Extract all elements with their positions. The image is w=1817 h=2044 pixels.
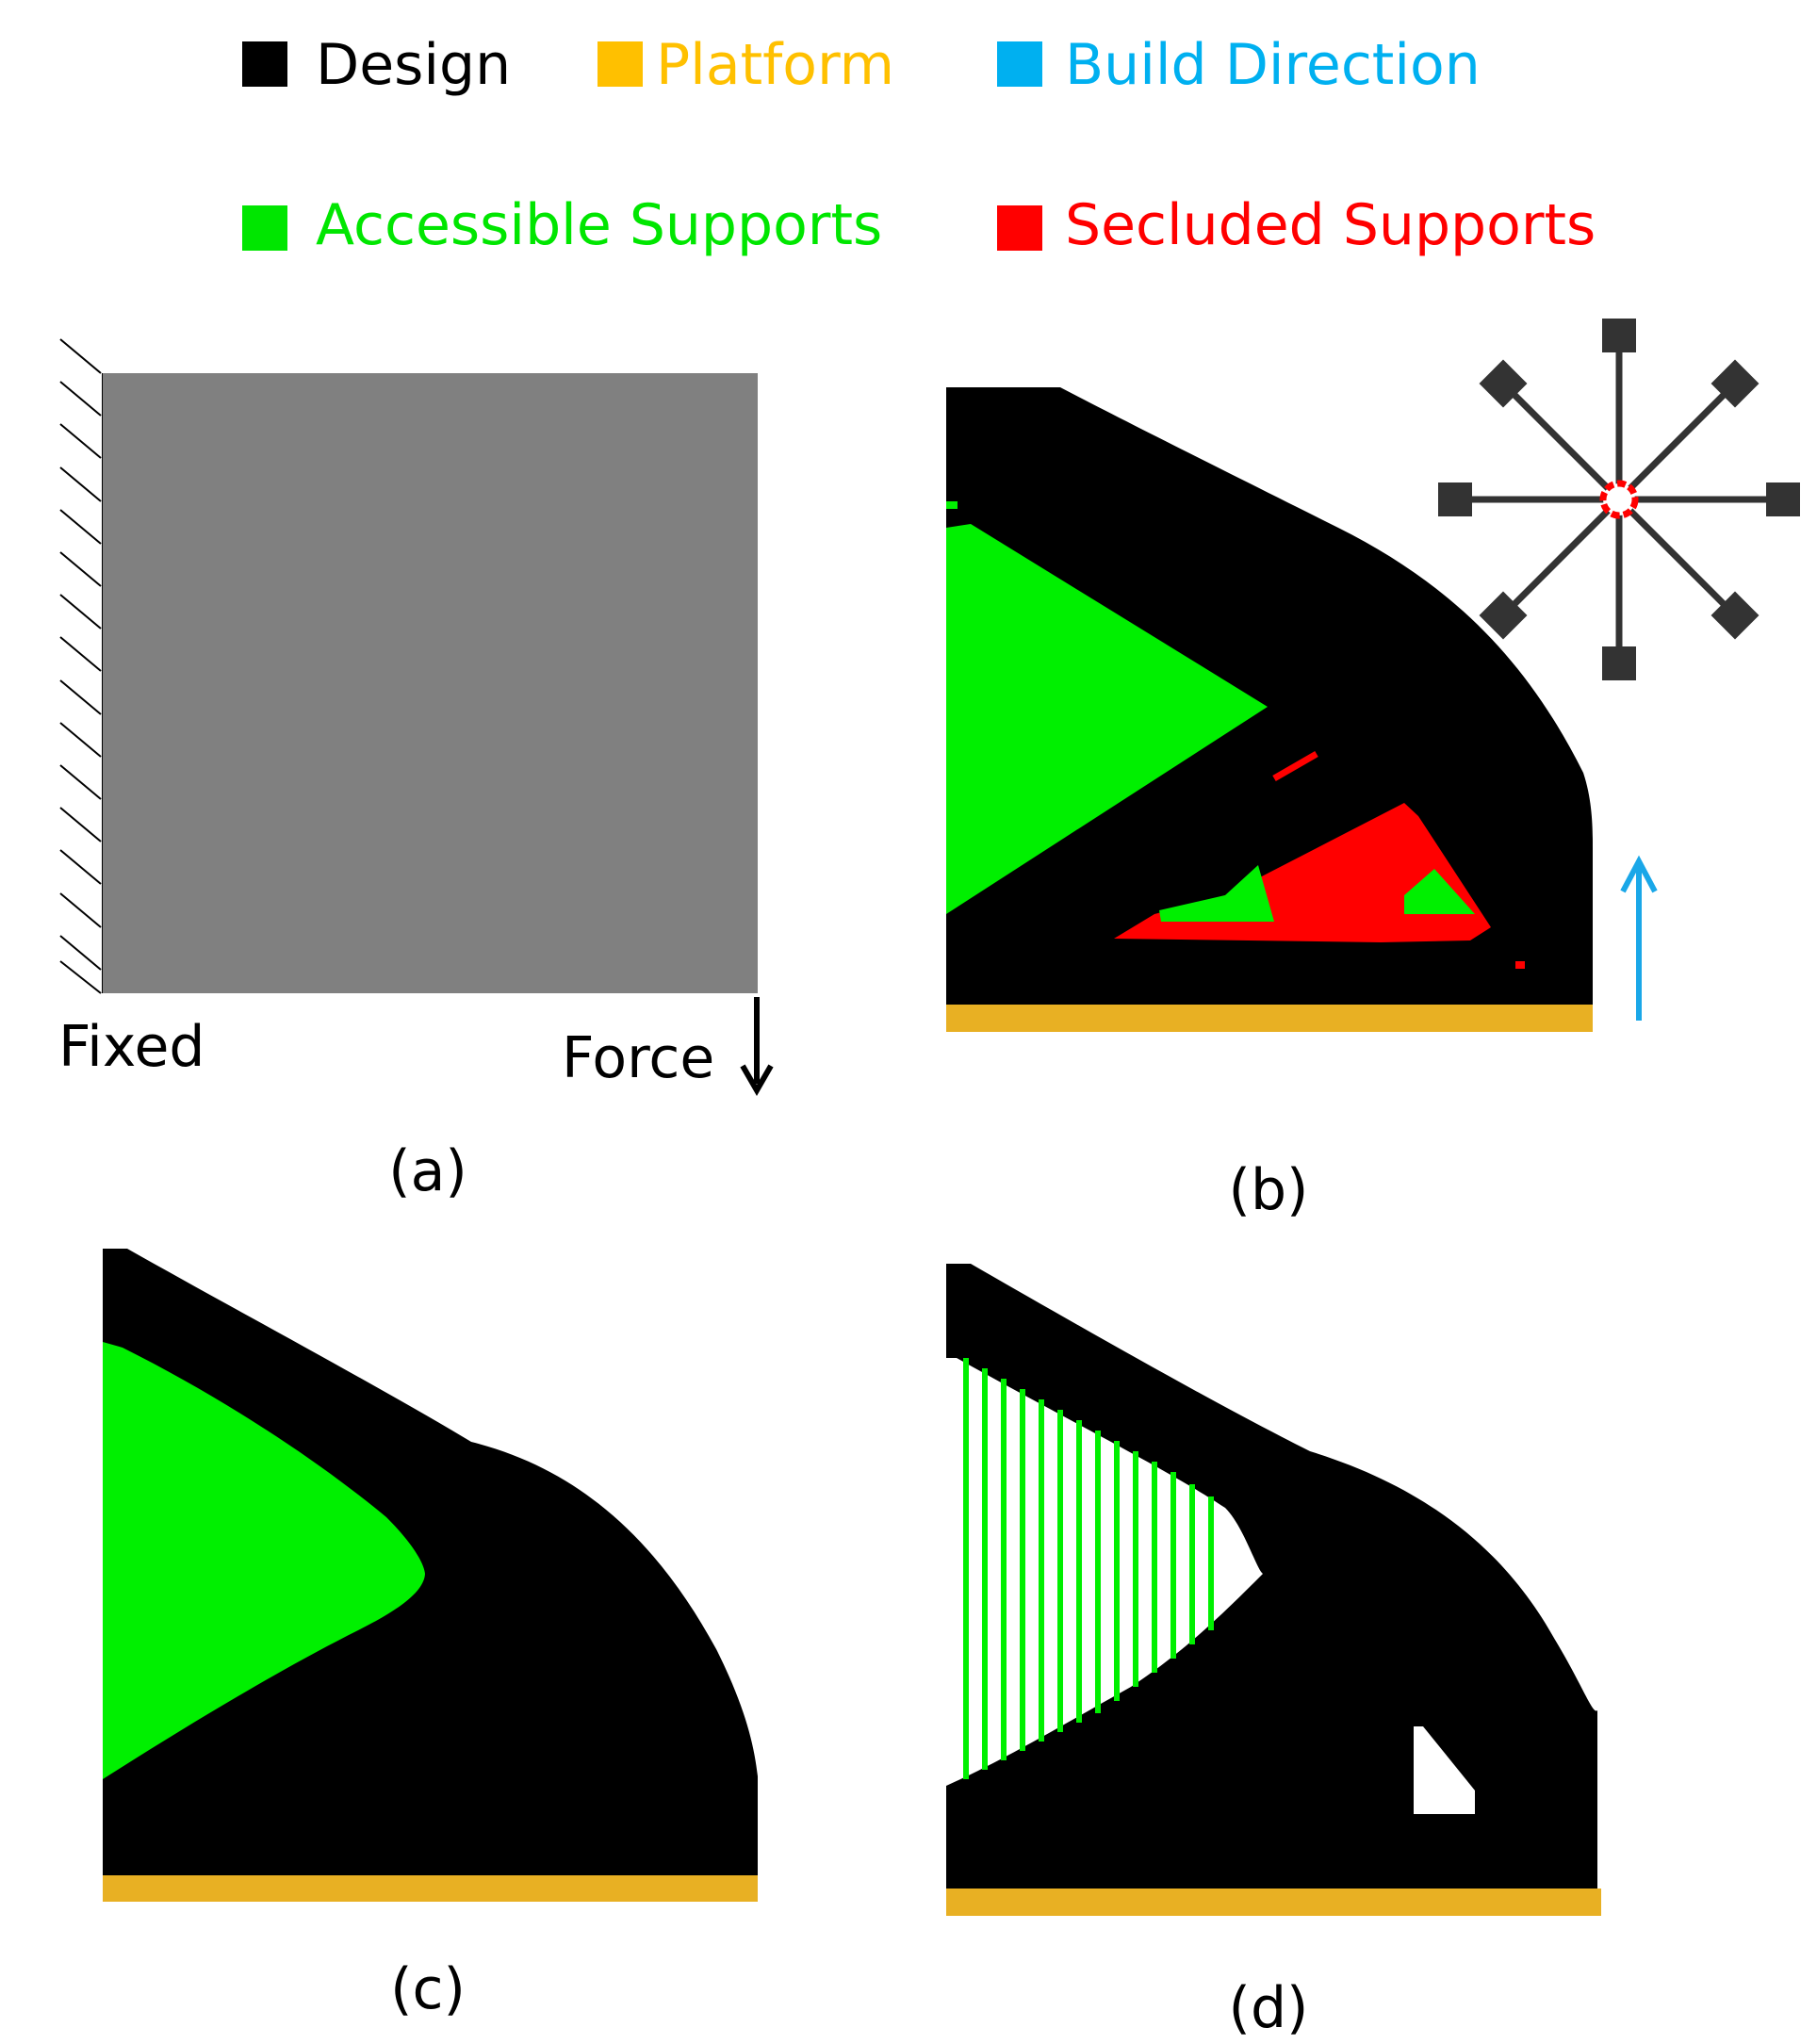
legend-swatch-accessible-supports — [242, 205, 287, 251]
legend-swatch-design — [242, 41, 287, 87]
legend-swatch-secluded-supports — [997, 205, 1042, 251]
platform-d — [946, 1889, 1601, 1916]
robot-icon — [1438, 319, 1800, 680]
force-arrow — [740, 997, 774, 1097]
legend-item-build-direction: Build Direction — [997, 32, 1481, 98]
panel-b: (b) — [946, 319, 1800, 1223]
accessible-support-b — [946, 524, 1268, 914]
secluded-fragment-b — [1272, 750, 1318, 782]
panel-d: (d) — [946, 1264, 1601, 2041]
legend-item-secluded-supports: Secluded Supports — [997, 192, 1596, 258]
accessible-pocket-b-right — [1404, 869, 1475, 914]
legend: Design Platform Build Direction Accessib… — [242, 32, 1596, 258]
legend-item-design: Design — [242, 32, 511, 98]
caption-b: (b) — [1229, 1157, 1309, 1223]
panel-a: Fixed Force (a) — [58, 338, 774, 1204]
platform-b — [946, 1005, 1593, 1032]
accessible-pocket-b-left — [1159, 865, 1274, 922]
fixed-support-hatch — [59, 338, 104, 994]
caption-c: (c) — [390, 1956, 466, 2022]
legend-label-build-direction: Build Direction — [1065, 32, 1481, 98]
design-part-d — [946, 1264, 1597, 1889]
caption-a: (a) — [388, 1138, 467, 1204]
accessible-support-c — [103, 1342, 425, 1779]
force-label: Force — [562, 1025, 714, 1091]
legend-swatch-platform — [597, 41, 643, 87]
legend-label-secluded-supports: Secluded Supports — [1065, 192, 1596, 258]
secluded-dot-b — [1515, 961, 1525, 969]
design-domain — [103, 373, 758, 993]
panel-c: (c) — [103, 1249, 758, 2022]
robot-center-ring — [1599, 480, 1639, 519]
accessible-support-lines-d — [963, 1358, 1214, 1779]
build-direction-arrow — [1620, 855, 1658, 1021]
caption-d: (d) — [1229, 1975, 1309, 2041]
legend-item-accessible-supports: Accessible Supports — [242, 192, 882, 258]
legend-label-accessible-supports: Accessible Supports — [316, 192, 882, 258]
legend-swatch-build-direction — [997, 41, 1042, 87]
fixed-label: Fixed — [58, 1014, 205, 1080]
hole-d — [1414, 1726, 1475, 1814]
legend-label-design: Design — [316, 32, 511, 98]
design-part-c — [103, 1249, 758, 1875]
platform-c — [103, 1875, 758, 1902]
legend-label-platform: Platform — [656, 32, 894, 98]
legend-item-platform: Platform — [597, 32, 894, 98]
accessible-dot-b — [946, 501, 958, 509]
